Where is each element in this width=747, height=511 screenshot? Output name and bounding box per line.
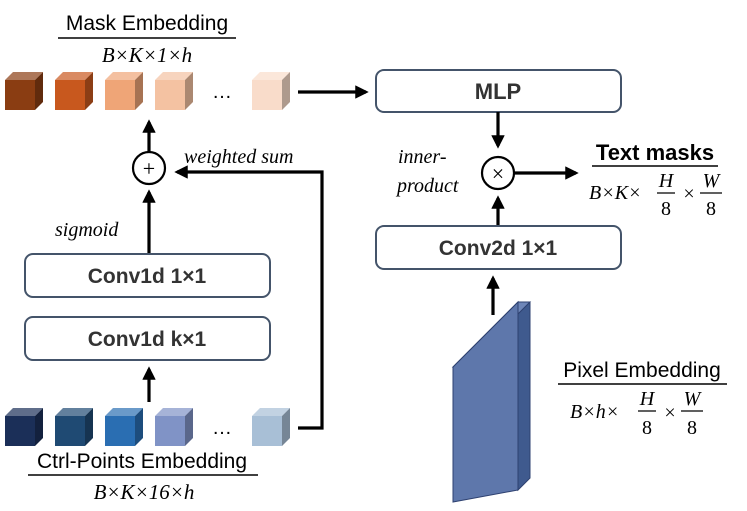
ctrl-points-shape: B×K×16×h <box>94 480 195 504</box>
ctrl-cube-3 <box>105 408 143 446</box>
text-masks-frac2-num: W <box>703 170 722 192</box>
inner-label: inner- <box>398 146 446 168</box>
mask-embedding-ellipsis: … <box>212 81 232 103</box>
mask-cube-3 <box>105 72 143 110</box>
ctrl-cube-5 <box>252 408 290 446</box>
mask-cube-1 <box>5 72 43 110</box>
mlp-label: MLP <box>475 79 521 104</box>
text-masks-title: Text masks <box>596 140 714 165</box>
mask-cube-2 <box>55 72 93 110</box>
text-masks-frac1-den: 8 <box>661 198 671 220</box>
text-masks-times: × <box>683 183 694 205</box>
ctrl-cube-1 <box>5 408 43 446</box>
pixel-embedding-title: Pixel Embedding <box>563 359 721 382</box>
conv1d-1x1-block <box>24 253 271 298</box>
mask-cube-5 <box>252 72 290 110</box>
plus-symbol: + <box>143 156 155 181</box>
conv1d-kx1-block <box>24 316 271 361</box>
text-masks-frac1-num: H <box>658 170 675 192</box>
arrow-ctrl-to-sum <box>174 165 324 430</box>
pixel-frac1-num: H <box>639 388 656 410</box>
ctrl-cube-4 <box>155 408 193 446</box>
text-masks-shape-prefix: B×K× <box>589 182 642 204</box>
pixel-embedding-slab <box>451 300 532 503</box>
ctrl-points-title: Ctrl-Points Embedding <box>37 450 247 473</box>
ctrl-points-ellipsis: … <box>212 417 232 439</box>
text-masks-frac2-den: 8 <box>706 198 716 220</box>
pixel-frac1-den: 8 <box>642 417 652 439</box>
conv2d-label: Conv2d 1×1 <box>439 237 558 260</box>
mask-embedding-title: Mask Embedding <box>66 12 228 35</box>
times-symbol: × <box>492 161 504 186</box>
conv1d-kx1-label: Conv1d k×1 <box>88 328 207 351</box>
weighted-sum-operator <box>131 150 167 186</box>
mask-embedding-cubes <box>5 72 290 110</box>
weighted-sum-label: weighted sum <box>184 146 293 168</box>
pixel-embedding-shape-prefix: B×h× <box>570 401 619 423</box>
conv1d-1x1-label: Conv1d 1×1 <box>88 265 207 288</box>
sigmoid-label: sigmoid <box>55 219 119 241</box>
pixel-frac2-den: 8 <box>687 417 697 439</box>
mask-embedding-shape: B×K×1×h <box>102 43 192 67</box>
ctrl-cube-2 <box>55 408 93 446</box>
ctrl-points-cubes <box>5 408 290 446</box>
pixel-frac2-num: W <box>684 388 703 410</box>
product-label: product <box>395 175 459 197</box>
conv2d-block <box>375 225 622 270</box>
pixel-times: × <box>664 402 675 424</box>
mask-cube-4 <box>155 72 193 110</box>
